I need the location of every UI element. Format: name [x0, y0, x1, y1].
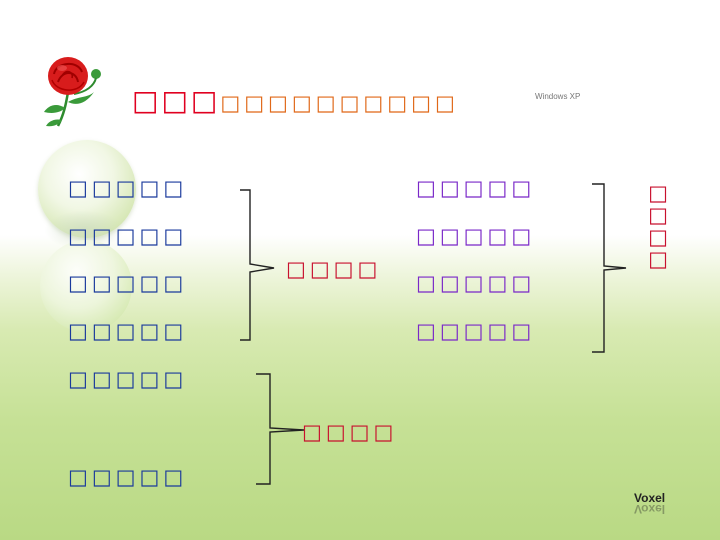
- left-item-1: □□□□□: [68, 176, 188, 200]
- vertical-group-label: □□□□: [646, 182, 670, 270]
- windows-xp-watermark: Windows XP: [535, 92, 581, 101]
- right-item-2: □□□□□: [416, 224, 536, 248]
- rose-icon: [44, 57, 101, 127]
- right-item-3: □□□□□: [416, 271, 536, 295]
- brace-bottom-group: [256, 373, 305, 485]
- title-lead: □□□: [132, 84, 221, 117]
- left-item-6: □□□□□: [68, 465, 188, 489]
- left-item-3: □□□□□: [68, 271, 188, 295]
- slide-title: □□□□□□□□□□□□□: [132, 84, 459, 117]
- right-item-1: □□□□□: [416, 176, 536, 200]
- brace-right-group: [592, 183, 627, 353]
- title-rest: □□□□□□□□□□: [220, 91, 459, 115]
- voxel-logo: Voxel: [634, 491, 666, 505]
- right-item-4: □□□□□: [416, 319, 536, 343]
- vertical-label-text: □□□□: [648, 181, 668, 271]
- left-item-5: □□□□□: [68, 367, 188, 391]
- left-item-2: □□□□□: [68, 224, 188, 248]
- left-item-4: □□□□□: [68, 319, 188, 343]
- decorative-bubble-bottom: [40, 240, 132, 332]
- group-label-bottom: □□□□: [302, 420, 398, 444]
- voxel-logo-reflection: Voxel: [634, 502, 666, 516]
- brace-left-group: [240, 189, 275, 341]
- group-label-middle: □□□□: [286, 257, 382, 281]
